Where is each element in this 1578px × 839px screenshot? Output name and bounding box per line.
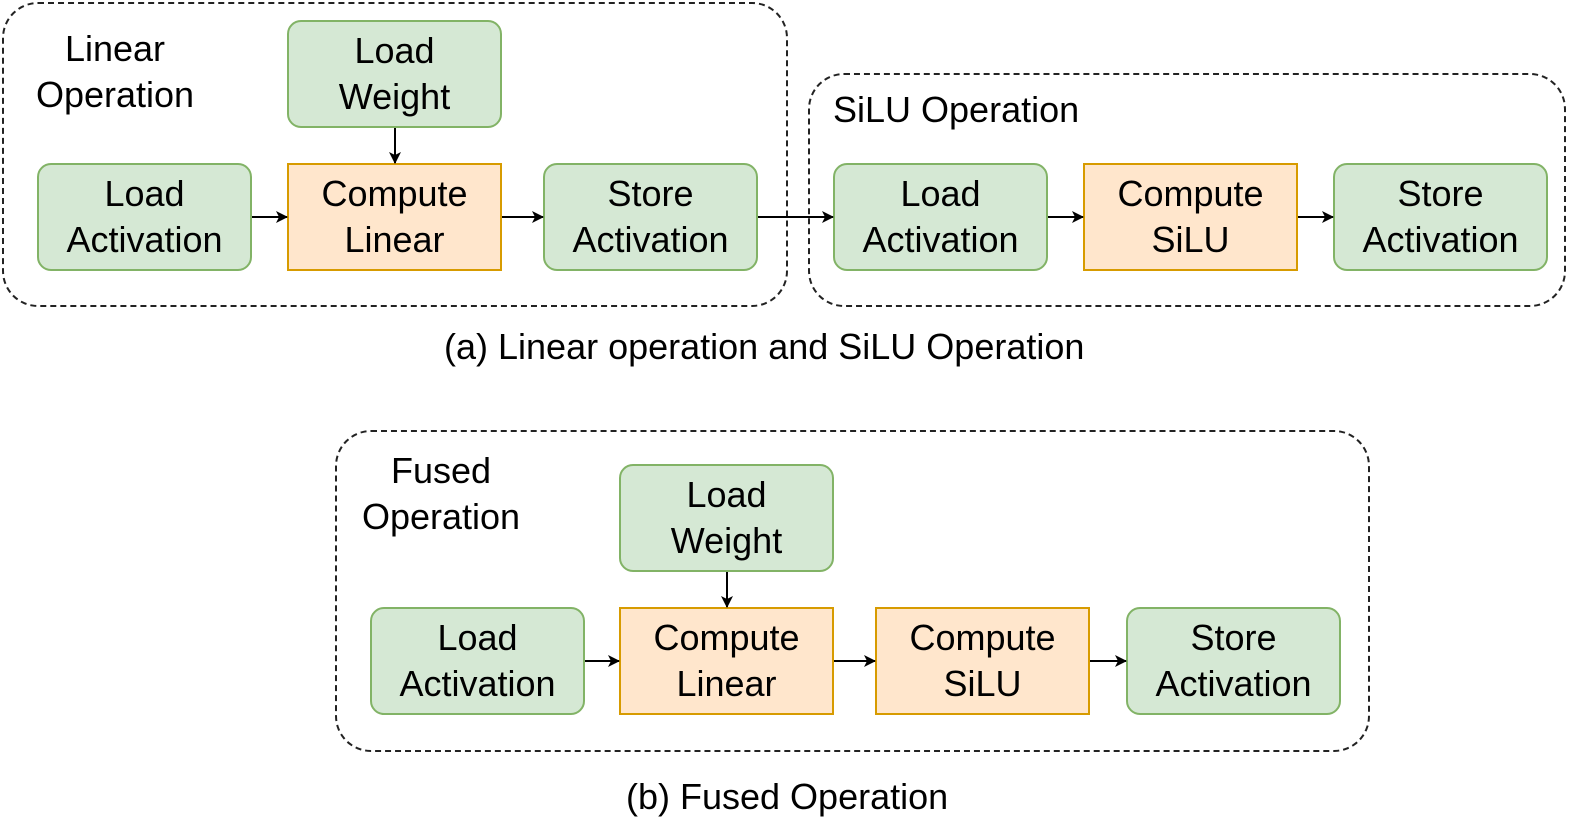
- fused-operation-title: Fused Operation: [361, 450, 521, 537]
- store-activation-node: Store Activation: [543, 163, 758, 271]
- compute-silu-node: Compute SiLU: [1083, 163, 1298, 271]
- load-activation-node: Load Activation: [37, 163, 252, 271]
- fused-load-weight-node: Load Weight: [619, 464, 834, 572]
- fused-compute-linear-node: Compute Linear: [619, 607, 834, 715]
- silu-load-activation-node: Load Activation: [833, 163, 1048, 271]
- caption-a: (a) Linear operation and SiLU Operation: [444, 326, 1085, 367]
- linear-operation-title: Linear Operation: [35, 28, 195, 115]
- silu-operation-group: [808, 73, 1566, 307]
- linear-operation-group: [2, 2, 788, 307]
- silu-store-activation-node: Store Activation: [1333, 163, 1548, 271]
- caption-b: (b) Fused Operation: [626, 776, 949, 817]
- fused-operation-group: [335, 430, 1370, 752]
- compute-linear-node: Compute Linear: [287, 163, 502, 271]
- fused-compute-silu-node: Compute SiLU: [875, 607, 1090, 715]
- load-weight-node: Load Weight: [287, 20, 502, 128]
- fused-store-activation-node: Store Activation: [1126, 607, 1341, 715]
- fused-load-activation-node: Load Activation: [370, 607, 585, 715]
- silu-operation-title: SiLU Operation: [833, 89, 1080, 130]
